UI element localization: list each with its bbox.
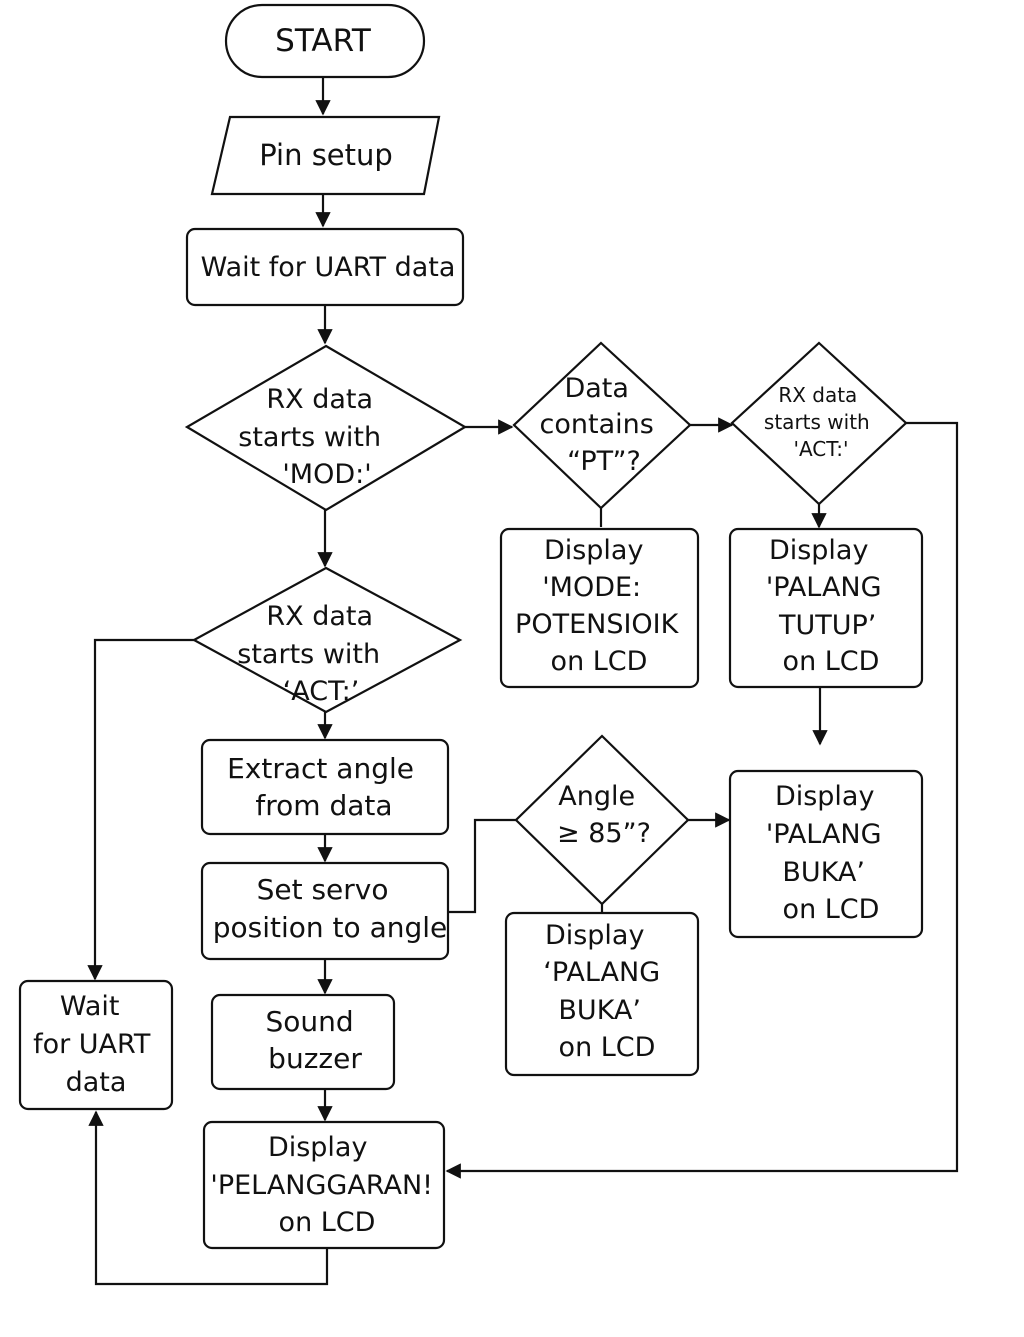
- pt-decision: Data contains “PT”?: [512, 341, 692, 510]
- act-right-decision-label: RX data starts with 'ACT:': [764, 383, 876, 461]
- edge-act-right-to-pelanggaran: [445, 421, 959, 1179]
- pelanggaran-display-node: Display 'PELANGGARAN! on LCD: [202, 1120, 446, 1250]
- set-servo-label: Set servo position to angle: [213, 873, 448, 944]
- act-right-decision: RX data starts with 'ACT:': [730, 341, 908, 506]
- buka-mid-display-label: Display ‘PALANG BUKA’ on LCD: [543, 920, 668, 1063]
- buka-right-display-label: Display 'PALANG BUKA’ on LCD: [766, 781, 890, 925]
- edge-pelanggaran-to-wait: [88, 1110, 329, 1286]
- pelanggaran-display-label: Display 'PELANGGARAN! on LCD: [210, 1132, 441, 1238]
- sound-buzzer-label: Sound buzzer: [265, 1005, 362, 1075]
- pin-setup-node: Pin setup: [210, 115, 441, 196]
- sound-buzzer-node: Sound buzzer: [210, 993, 396, 1091]
- wait-uart-label: Wait for UART data: [201, 252, 456, 283]
- extract-angle-label: Extract angle from data: [227, 752, 423, 822]
- wait-uart-left-label: Wait for UART data: [33, 991, 159, 1098]
- angle-decision-label: Angle ≥ 85”?: [557, 781, 651, 849]
- buka-right-display-node: Display 'PALANG BUKA’ on LCD: [728, 769, 924, 939]
- mod-decision-label: RX data starts with 'MOD:': [238, 384, 389, 490]
- tutup-display-label: Display 'PALANG TUTUP’ on LCD: [766, 535, 890, 677]
- edge-servo-to-angle-decision: [448, 818, 516, 914]
- mod-decision: RX data starts with 'MOD:': [184, 344, 468, 512]
- tutup-display-node: Display 'PALANG TUTUP’ on LCD: [728, 527, 924, 689]
- wait-uart-left-node: Wait for UART data: [18, 979, 174, 1111]
- buka-mid-display-node: Display ‘PALANG BUKA’ on LCD: [504, 911, 700, 1077]
- start-node: START: [224, 3, 426, 79]
- pt-decision-label: Data contains “PT”?: [540, 373, 663, 477]
- wait-uart-node: Wait for UART data: [185, 227, 465, 307]
- edge-act-left-to-wait: [87, 638, 194, 981]
- angle-decision: Angle ≥ 85”?: [514, 734, 690, 906]
- extract-angle-node: Extract angle from data: [200, 738, 450, 836]
- pin-setup-label: Pin setup: [259, 138, 393, 172]
- act-left-decision: RX data starts with ‘ACT:’: [191, 566, 463, 714]
- act-left-decision-label: RX data starts with ‘ACT:’: [237, 601, 388, 707]
- mode-display-label: Display 'MODE: POTENSIOIK on LCD: [515, 535, 687, 677]
- set-servo-node: Set servo position to angle: [200, 861, 450, 961]
- mode-display-node: Display 'MODE: POTENSIOIK on LCD: [499, 527, 700, 689]
- edges: [87, 77, 959, 1286]
- start-label: START: [275, 23, 372, 59]
